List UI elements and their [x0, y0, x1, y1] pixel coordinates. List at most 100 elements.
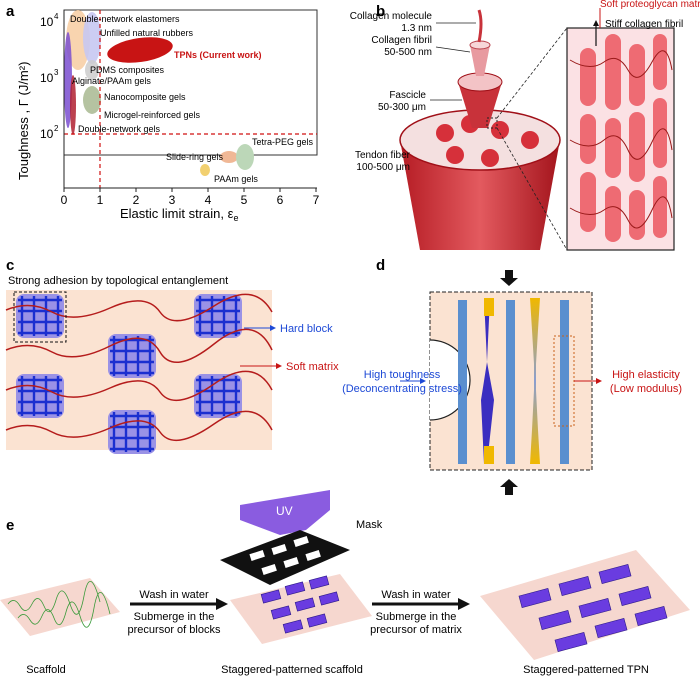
nanocomposite-region	[85, 60, 99, 80]
y-tick-10000: 10	[40, 15, 54, 29]
patterned-block	[594, 617, 628, 639]
panel-c-title: Strong adhesion by topological entanglem…	[8, 275, 228, 287]
patterned-block	[634, 605, 668, 627]
patterned-block	[518, 587, 552, 609]
patterned-block	[598, 563, 632, 585]
step2-submerge: Submerge in the	[376, 611, 457, 623]
uv-lamp	[240, 490, 330, 535]
x-tick-label: 0	[61, 193, 68, 207]
tpns-region	[107, 37, 173, 63]
step1-arrowhead-icon	[216, 598, 228, 610]
patterned-block	[558, 575, 592, 597]
y-tick-10000-exp: 4	[54, 12, 59, 21]
strand-5	[560, 300, 569, 464]
strand-1	[458, 300, 467, 464]
double-network-elastomers-region	[66, 10, 90, 70]
patterned-block	[618, 585, 652, 607]
panel-label-c: c	[6, 257, 14, 274]
panel-c-illustration: Strong adhesion by topological entanglem…	[5, 275, 339, 454]
label-soft-matrix-c: Soft matrix	[286, 361, 339, 373]
x-tick-label: 1	[97, 193, 104, 207]
label-tetra-peg: Tetra-PEG gels	[252, 137, 314, 147]
patterned-block	[282, 619, 304, 634]
hard-blocks	[16, 294, 242, 454]
label-nanocomposite: Nanocomposite gels	[104, 92, 186, 102]
label-collagen-fibril: Collagen fibril	[371, 35, 432, 46]
panel-d-illustration: High toughness (Deconcentrating stress) …	[342, 270, 682, 495]
label-fascicle: Fascicle	[389, 90, 426, 101]
patterned-block	[306, 613, 328, 628]
patterned-block	[554, 631, 588, 653]
label-tendon-fiber: Tendon fiber	[355, 150, 411, 161]
patterned-block	[284, 581, 306, 596]
paam-region	[220, 151, 238, 163]
label-unfilled-rubbers: Unfilled natural rubbers	[100, 28, 194, 38]
x-axis-title: Elastic limit strain, εe	[120, 206, 238, 223]
label-collagen-molecule-size: 1.3 nm	[401, 23, 432, 34]
label-low-modulus: (Low modulus)	[610, 383, 682, 395]
arrow-up-icon	[500, 270, 518, 286]
alginate-region	[64, 32, 72, 128]
patterned-block	[308, 575, 330, 590]
fascicle-body	[458, 82, 502, 128]
label-uv: UV	[276, 504, 293, 518]
x-tick-label: 4	[205, 193, 212, 207]
microgel-region	[83, 86, 101, 114]
hard-block	[108, 334, 156, 378]
patterned-block	[318, 591, 340, 606]
label-deconcentrating: (Deconcentrating stress)	[342, 383, 462, 395]
strand-2-compressed	[481, 298, 494, 464]
label-paam: PAAm gels	[214, 174, 258, 184]
panel-label-d: d	[376, 257, 385, 274]
label-pdms: PDMS composites	[90, 65, 165, 75]
y-tick-1000: 10	[40, 71, 54, 85]
label-dn-gels: Double-network gels	[78, 124, 161, 134]
label-collagen-fibril-size: 50-500 nm	[384, 47, 432, 58]
label-fascicle-size: 50-300 μm	[378, 102, 426, 113]
x-tick-label: 3	[169, 193, 176, 207]
patterned-block	[578, 597, 612, 619]
patterned-block	[260, 589, 282, 604]
label-alginate: Alginate/PAAm gels	[72, 76, 151, 86]
label-collagen-molecule: Collagen molecule	[350, 11, 433, 22]
y-tick-100: 10	[40, 127, 54, 141]
collagen-fibril-top	[469, 40, 491, 50]
label-hard-block: Hard block	[280, 323, 333, 335]
x-tick-label: 2	[133, 193, 140, 207]
step1-precursor: precursor of blocks	[128, 624, 221, 636]
double-network-gels-region	[70, 75, 76, 135]
x-tick-label: 5	[241, 193, 248, 207]
label-microgel: Microgel-reinforced gels	[104, 110, 201, 120]
scaffold-blocks	[260, 575, 340, 634]
hard-block	[194, 374, 242, 418]
caption-scaffold: Scaffold	[26, 664, 66, 676]
label-slide-ring: Slide-ring gels	[166, 152, 224, 162]
tpn-blocks	[518, 563, 668, 653]
patterned-block	[538, 609, 572, 631]
label-tendon-fiber-size: 100-500 μm	[356, 162, 410, 173]
panel-label-a: a	[6, 3, 15, 20]
label-high-toughness: High toughness	[364, 369, 441, 381]
arrow-down-icon	[500, 479, 518, 495]
unfilled-rubbers-region	[83, 12, 101, 64]
strand-3	[506, 300, 515, 464]
panel-label-e: e	[6, 517, 14, 534]
y-axis-title: Toughness , Γ (J/m²)	[16, 62, 31, 180]
y-tick-1000-exp: 3	[54, 68, 59, 77]
step2-wash: Wash in water	[381, 589, 451, 601]
step1-submerge: Submerge in the	[134, 611, 215, 623]
patterned-block	[294, 597, 316, 612]
scaffold-sheet	[0, 578, 120, 636]
slide-ring-region	[200, 164, 210, 176]
step2-arrowhead-icon	[458, 598, 470, 610]
tetra-peg-region	[236, 144, 254, 170]
step2-precursor: precursor of matrix	[370, 624, 462, 636]
label-tpns: TPNs (Current work)	[174, 50, 262, 60]
label-mask: Mask	[356, 519, 383, 531]
collagen-fibril-body	[470, 45, 490, 76]
label-high-elasticity: High elasticity	[612, 369, 680, 381]
y-tick-100-exp: 2	[54, 124, 59, 133]
